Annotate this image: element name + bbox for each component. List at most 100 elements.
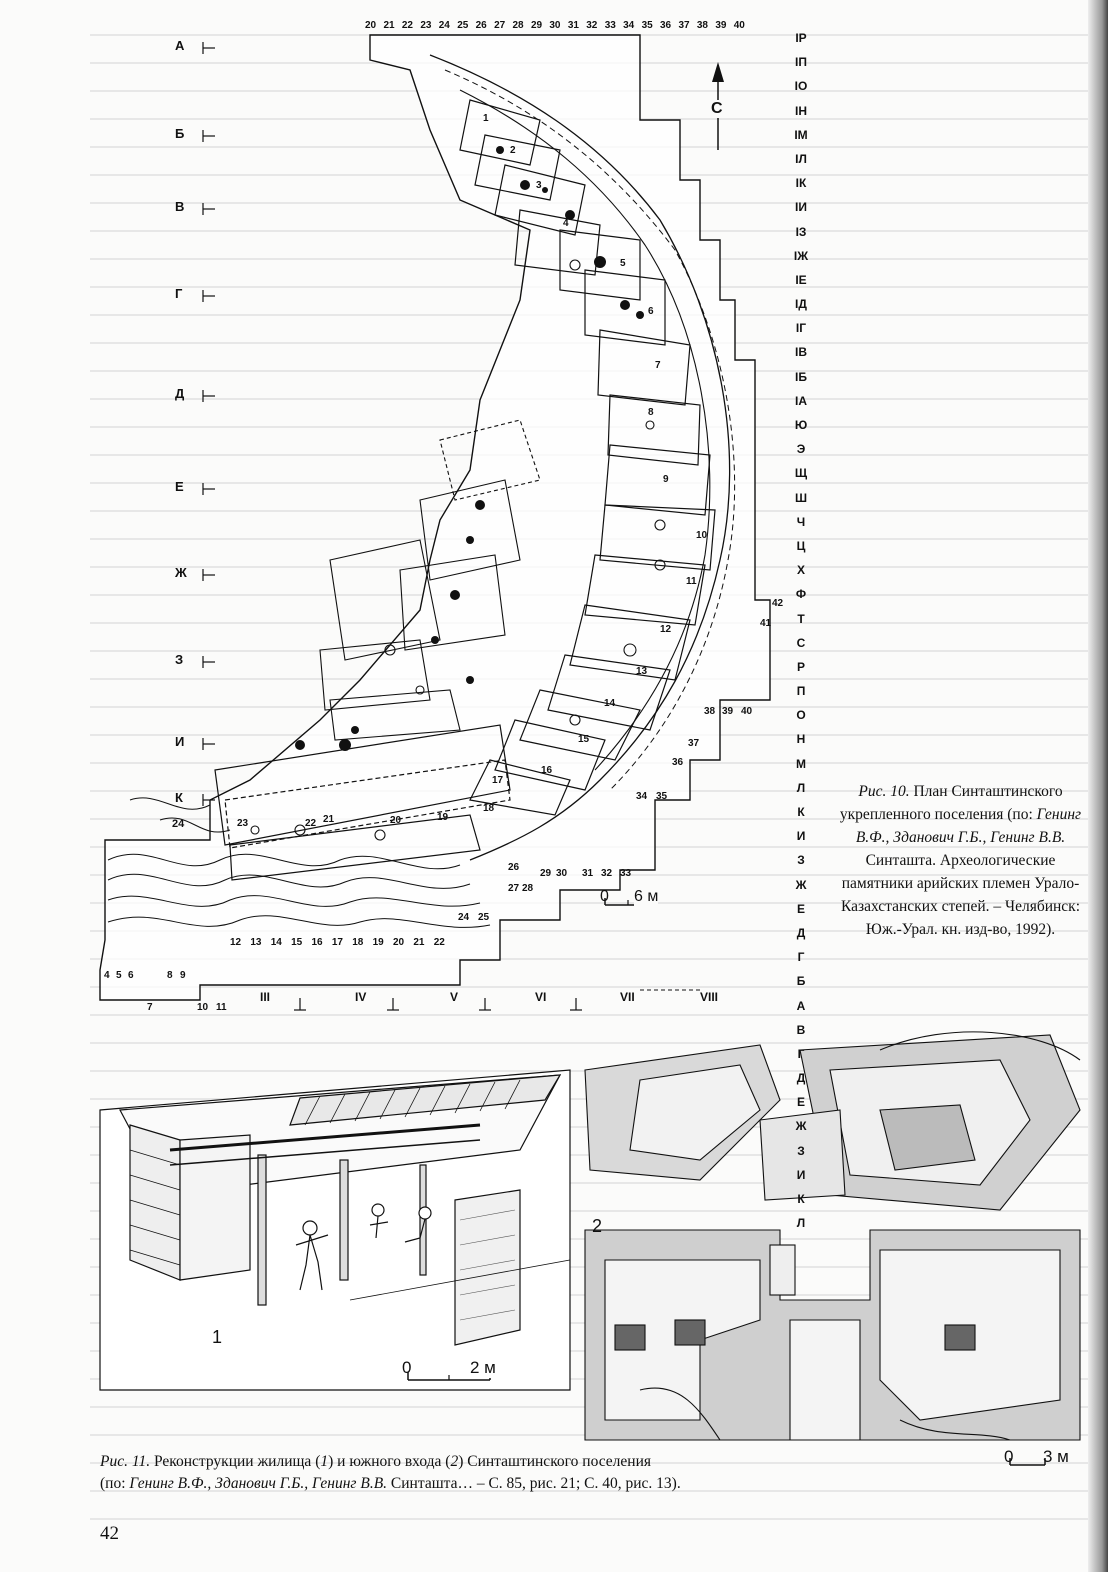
grid-letter: Ж <box>795 1119 807 1134</box>
grid-letter: О <box>796 708 806 723</box>
house-number: 2 <box>510 145 516 156</box>
grid-letter: ІП <box>795 55 807 70</box>
grid-right-letters: ІР ІП ІО ІН ІМ ІЛ ІК ІИ ІЗ ІЖ ІЕ ІД ІГ І… <box>790 26 812 1235</box>
grid-letter: С <box>796 635 806 650</box>
grid-letter: Е <box>796 901 805 916</box>
page-spine-shadow <box>1088 0 1108 1572</box>
grid-letter: Д <box>796 925 806 940</box>
house-number: 10 <box>696 530 708 541</box>
section-marker: IV <box>355 990 367 1004</box>
caption-label: Рис. 10. <box>858 783 910 800</box>
scale-end: 2 м <box>470 1358 496 1378</box>
grid-number: 23 <box>420 20 432 31</box>
grid-number: 40 <box>733 20 745 31</box>
grid-letter: Г <box>797 1046 805 1061</box>
grid-number: 40 <box>741 706 753 717</box>
caption-text: Синташта… – С. 85, рис. 21; С. 40, рис. … <box>387 1475 681 1492</box>
grid-number: 15 <box>291 937 303 948</box>
grid-letter: Х <box>796 563 805 578</box>
page-number: 42 <box>100 1523 119 1544</box>
section-label: Д <box>175 386 185 401</box>
caption-title: План Синташтинского укрепленного поселен… <box>839 783 1063 823</box>
grid-letter: К <box>797 1192 805 1206</box>
grid-number: 25 <box>478 912 490 923</box>
grid-letter: Л <box>796 1216 806 1231</box>
grid-number: 33 <box>604 20 616 31</box>
grid-letter: Щ <box>794 466 808 481</box>
grid-letter: ІЗ <box>795 224 807 239</box>
grid-number: 5 <box>116 970 122 981</box>
house-number: 7 <box>655 360 661 371</box>
caption-authors: Генинг В.Ф., Зданович Г.Б., Генинг В.В. <box>129 1475 388 1492</box>
section-label: К <box>175 790 183 805</box>
house-number: 23 <box>237 818 249 829</box>
grid-letter: Т <box>797 611 805 626</box>
section-marker: VI <box>535 990 547 1004</box>
section-marker: VIII <box>700 990 719 1004</box>
grid-number: 12 <box>230 937 242 948</box>
caption-ref: 2 <box>450 1453 459 1470</box>
grid-number: 24 <box>438 20 450 31</box>
grid-letter: Ц <box>796 538 806 553</box>
grid-number: 9 <box>180 970 186 981</box>
section-label: Ж <box>175 565 187 580</box>
grid-number: 19 <box>372 937 384 948</box>
south-gate-reconstruction-drawing <box>584 1031 1081 1441</box>
grid-bottom-numbers: 12 13 14 15 16 17 18 19 20 21 22 <box>230 937 445 948</box>
scale-start: 0 <box>600 888 609 905</box>
grid-number: 42 <box>772 598 784 609</box>
grid-number: 38 <box>704 706 716 717</box>
grid-letter: И <box>796 829 806 844</box>
grid-number: 25 <box>457 20 469 31</box>
grid-letter: ІД <box>795 297 807 312</box>
grid-number: 22 <box>433 937 445 948</box>
grid-number: 13 <box>250 937 262 948</box>
section-label: З <box>175 652 184 667</box>
grid-number: 26 <box>508 862 520 873</box>
grid-number: 20 <box>393 937 405 948</box>
grid-letter: К <box>797 805 805 819</box>
caption-text: (по: <box>100 1475 130 1492</box>
grid-letter: Л <box>796 780 806 795</box>
grid-number: 33 <box>620 868 632 879</box>
grid-number: 31 <box>567 20 579 31</box>
caption-ref: 1 <box>320 1453 329 1470</box>
grid-number: 41 <box>760 618 772 629</box>
caption-source-prefix: (по: <box>1007 806 1037 823</box>
house-number: 4 <box>563 218 569 229</box>
grid-number: 22 <box>401 20 413 31</box>
caption-text: Реконструкции жилища ( <box>150 1453 321 1470</box>
figure-10-caption: Рис. 10. План Синташтинского укрепленног… <box>838 780 1083 941</box>
grid-number: 26 <box>475 20 487 31</box>
grid-letter: А <box>796 998 806 1013</box>
house-number: 9 <box>663 474 669 485</box>
grid-number: 27 <box>494 20 506 31</box>
grid-letter: З <box>797 853 805 868</box>
grid-number: 29 <box>540 868 552 879</box>
grid-letter: Ю <box>794 418 808 432</box>
section-label: Б <box>175 126 185 141</box>
grid-letter: Д <box>796 1071 806 1086</box>
scale-start: 0 <box>1004 1447 1014 1466</box>
section-marker: VII <box>620 990 635 1004</box>
house-number: 22 <box>305 818 317 829</box>
grid-letter: ІВ <box>795 345 807 360</box>
grid-letter: ІЛ <box>795 151 807 166</box>
grid-letter: ІК <box>795 176 807 191</box>
section-label: А <box>175 38 185 53</box>
house-number: 18 <box>483 803 495 814</box>
scale-start: 0 <box>402 1358 412 1377</box>
house-number: 8 <box>648 407 654 418</box>
panel-label: 1 <box>212 1327 223 1347</box>
grid-letter: ІА <box>795 393 807 408</box>
grid-letter: Б <box>796 974 806 989</box>
house-number: 6 <box>648 306 654 317</box>
grid-number: 6 <box>128 970 134 981</box>
caption-work: Синташта. Археологические памятники арий… <box>840 852 1081 938</box>
grid-number: 10 <box>197 1002 209 1013</box>
grid-number: 39 <box>722 706 734 717</box>
section-label: В <box>175 199 185 214</box>
excavation-boundary <box>99 34 771 1001</box>
